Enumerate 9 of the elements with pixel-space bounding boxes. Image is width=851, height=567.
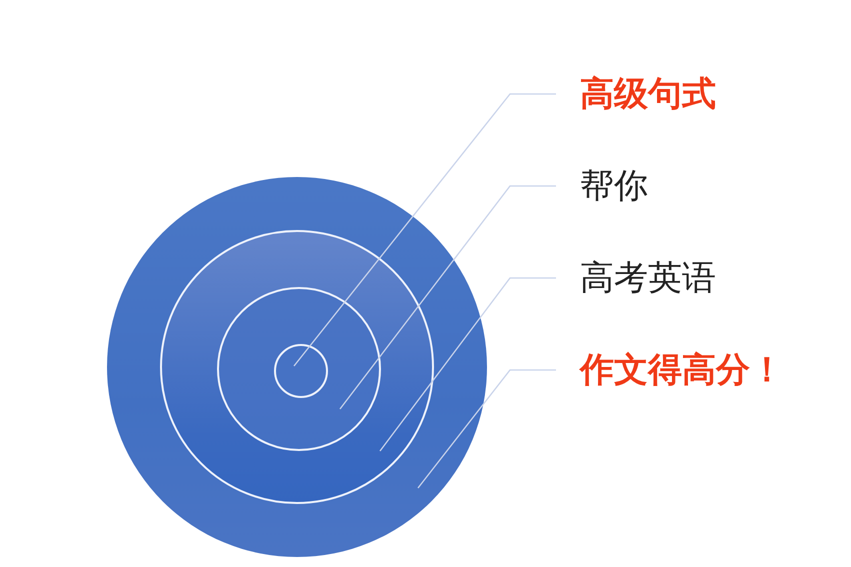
leader-line [379, 277, 556, 452]
callout-label: 作文得高分！ [580, 350, 784, 390]
callout-label: 帮你 [580, 166, 648, 206]
leader-line [294, 93, 556, 366]
bullseye-circle [274, 344, 328, 398]
callout-label: 高级句式 [580, 74, 716, 114]
leader-line [339, 185, 556, 410]
leader-line [417, 369, 556, 488]
callout-label: 高考英语 [580, 258, 716, 298]
